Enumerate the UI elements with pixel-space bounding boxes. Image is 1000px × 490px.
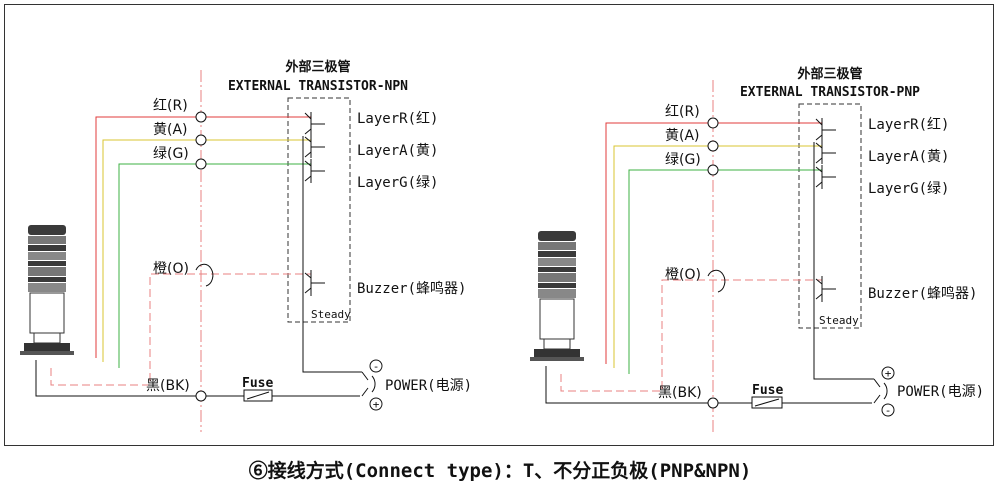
- npn-red-node: [195, 111, 207, 123]
- npn-black-node: [195, 390, 207, 402]
- pnp-orange-label: 橙(O): [665, 267, 701, 283]
- npn-red-wire: [95, 116, 311, 358]
- pnp-fuse-label: Fuse: [752, 383, 783, 398]
- npn-power-label: POWER(电源): [385, 378, 472, 394]
- pnp-positive-terminal: [881, 366, 895, 380]
- pnp-black-node: [707, 397, 719, 409]
- npn-black-label: 黑(BK): [146, 378, 190, 394]
- pnp-orange-node: [707, 269, 726, 293]
- svg-text:+: +: [373, 398, 380, 411]
- npn-orange-wire: [50, 273, 311, 386]
- pnp-red-wire: [605, 122, 822, 364]
- npn-tower-light: [20, 225, 74, 355]
- pnp-yellow-wire: [613, 145, 822, 368]
- npn-green-label: 绿(G): [153, 146, 189, 162]
- npn-buzzer-label: Buzzer(蜂鸣器): [357, 280, 466, 297]
- npn-red-label: 红(R): [153, 98, 188, 114]
- pnp-layer-r: LayerR(红): [868, 117, 949, 133]
- pnp-title-cn: 外部三极管: [796, 66, 862, 82]
- pnp-black-wire: [545, 366, 752, 404]
- npn-steady-label: Steady: [311, 308, 351, 321]
- npn-green-wire: [118, 163, 311, 368]
- npn-green-node: [195, 158, 207, 170]
- npn-black-wire: [35, 360, 244, 397]
- pnp-power-symbol: [883, 382, 888, 400]
- pnp-transistor-symbols: [813, 118, 874, 380]
- npn-power-symbol: [371, 375, 376, 393]
- npn-transistor-box: [287, 97, 351, 323]
- pnp-power-label: POWER(电源): [897, 384, 984, 400]
- npn-title-en: EXTERNAL TRANSISTOR-NPN: [228, 79, 408, 94]
- pnp-negative-terminal: [881, 403, 895, 417]
- npn-transistor-symbols: [302, 112, 362, 373]
- npn-wiring-panel: 外部三极管 EXTERNAL TRANSISTOR-NPN Steady Fus…: [20, 59, 472, 432]
- pnp-steady-label: Steady: [819, 314, 859, 327]
- pnp-red-node: [707, 117, 719, 129]
- pnp-wiring-panel: 外部三极管 EXTERNAL TRANSISTOR-PNP Steady Fus…: [530, 66, 984, 434]
- pnp-tower-light: [530, 231, 584, 361]
- pnp-green-node: [707, 164, 719, 176]
- npn-orange-label: 橙(O): [153, 261, 189, 277]
- pnp-black-label: 黑(BK): [658, 385, 702, 401]
- npn-orange-node: [195, 263, 214, 287]
- npn-yellow-wire: [102, 139, 311, 362]
- npn-negative-terminal: [369, 359, 383, 373]
- npn-fuse-label: Fuse: [242, 376, 273, 391]
- npn-layer-g: LayerG(绿): [357, 175, 438, 191]
- diagram-caption: ⑥接线方式(Connect type)：T、不分正负极(PNP&NPN): [248, 460, 752, 482]
- pnp-layer-a: LayerA(黄): [868, 148, 949, 165]
- svg-text:-: -: [373, 360, 380, 373]
- npn-yellow-label: 黄(A): [153, 121, 188, 138]
- pnp-layer-g: LayerG(绿): [868, 181, 949, 197]
- pnp-green-wire: [628, 169, 822, 374]
- npn-layer-r: LayerR(红): [357, 111, 438, 127]
- pnp-transistor-box: [798, 103, 862, 329]
- svg-text:+: +: [885, 367, 892, 380]
- wiring-diagram: 外部三极管 EXTERNAL TRANSISTOR-NPN Steady Fus…: [20, 59, 984, 434]
- pnp-buzzer-label: Buzzer(蜂鸣器): [868, 285, 977, 302]
- pnp-green-label: 绿(G): [665, 152, 701, 168]
- svg-text:-: -: [885, 404, 892, 417]
- pnp-red-label: 红(R): [665, 104, 700, 120]
- pnp-yellow-label: 黄(A): [665, 127, 700, 144]
- npn-positive-terminal: [369, 397, 383, 411]
- pnp-title-en: EXTERNAL TRANSISTOR-PNP: [740, 85, 920, 100]
- npn-layer-a: LayerA(黄): [357, 142, 438, 159]
- npn-title-cn: 外部三极管: [284, 59, 350, 75]
- npn-yellow-node: [195, 134, 207, 146]
- pnp-yellow-node: [707, 140, 719, 152]
- diagram-frame: [4, 4, 994, 446]
- pnp-orange-wire: [560, 279, 822, 392]
